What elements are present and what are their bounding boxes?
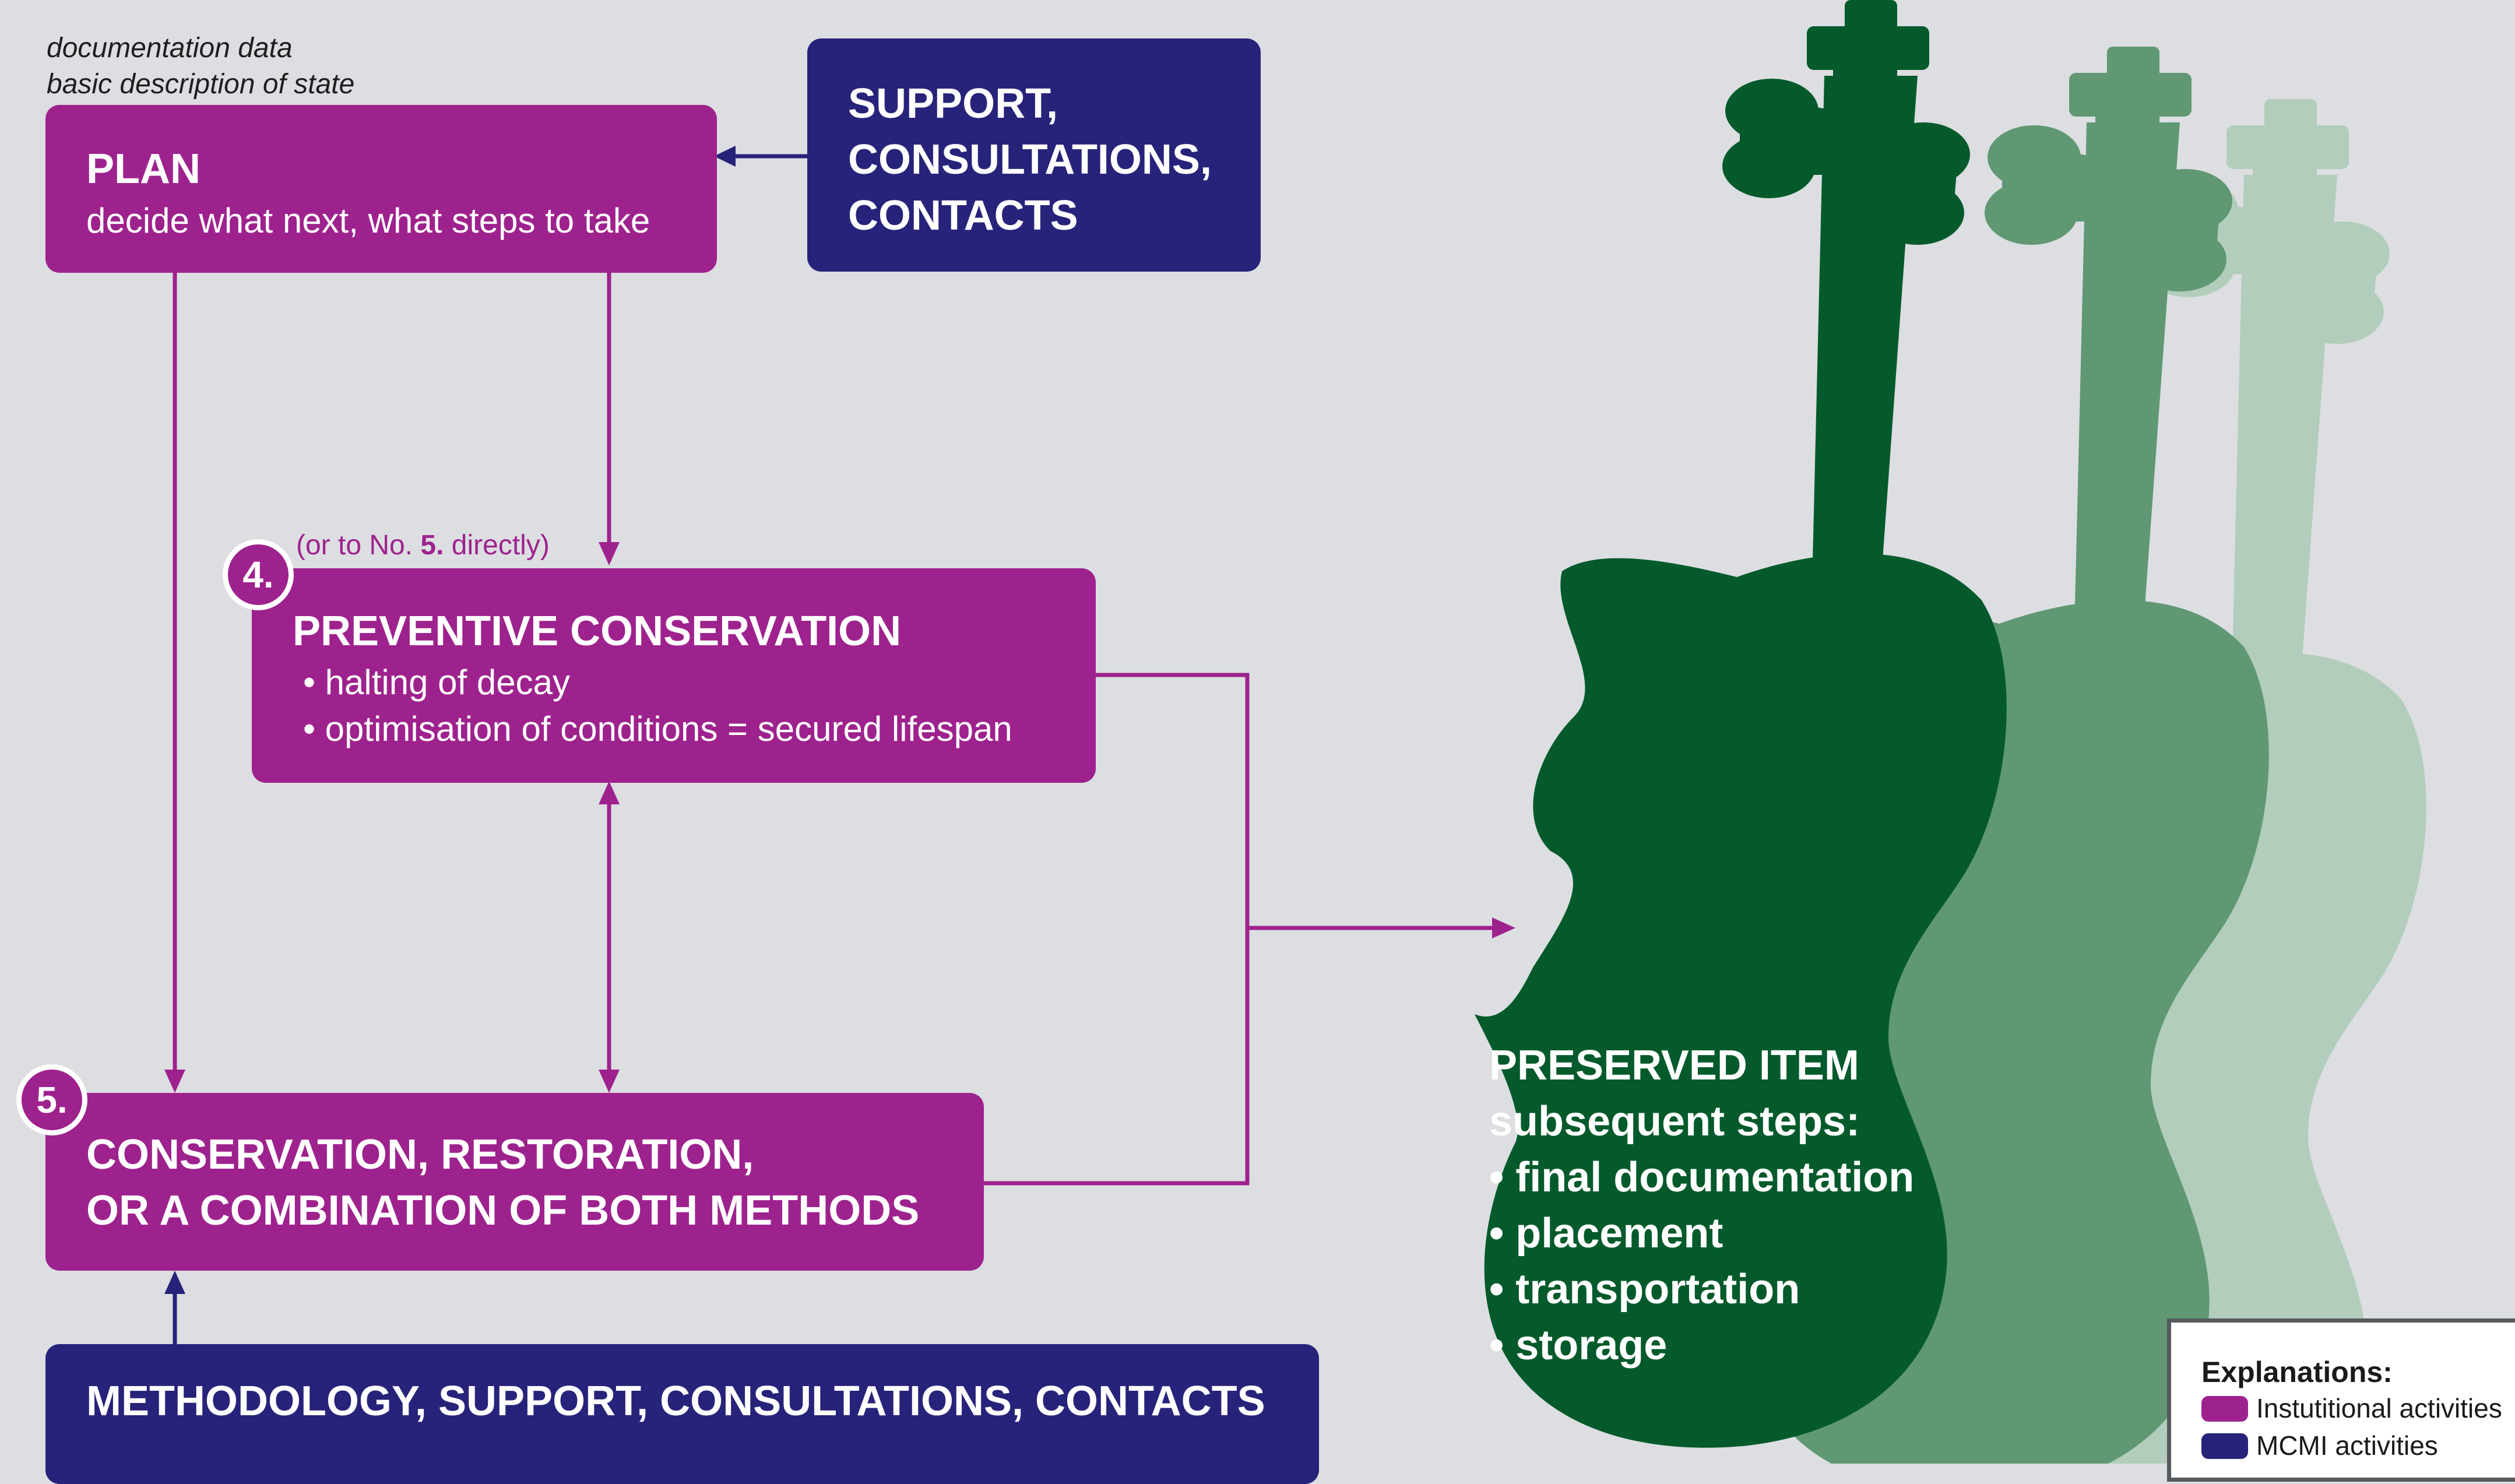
- support-box: SUPPORT, CONSULTATIONS, CONTACTS: [807, 38, 1261, 272]
- legend-label-mcmi: MCMI activities: [2256, 1430, 2438, 1461]
- legend: Explanations: Instutitional activities M…: [2167, 1318, 2515, 1482]
- preserved-item-title: PRESERVED ITEM: [1489, 1042, 1859, 1089]
- documentation-note: documentation data basic description of …: [47, 30, 354, 103]
- arrow-plan-to-step5: [164, 273, 185, 1093]
- support-line-2: CONSULTATIONS,: [848, 136, 1212, 183]
- legend-swatch-institutional: [2201, 1396, 2248, 1422]
- arrow-methodology-to-step5: [164, 1271, 185, 1346]
- step4-number-badge: 4.: [223, 539, 294, 610]
- preventive-conservation-box: PREVENTIVE CONSERVATION • halting of dec…: [252, 568, 1096, 783]
- legend-label-institutional: Instutitional activities: [2256, 1393, 2502, 1423]
- step4-note-bold: 5.: [420, 530, 444, 561]
- preserved-item-step-2: • placement: [1489, 1210, 1723, 1257]
- legend-title: Explanations:: [2201, 1356, 2393, 1388]
- preserved-item-subtitle: subsequent steps:: [1489, 1098, 1860, 1145]
- plan-subtitle: decide what next, what steps to take: [86, 201, 650, 240]
- documentation-note-line1: documentation data: [47, 33, 293, 64]
- support-line-3: CONTACTS: [848, 192, 1078, 239]
- conservation-restoration-box: CONSERVATION, RESTORATION, OR A COMBINAT…: [45, 1093, 984, 1271]
- step4-title: PREVENTIVE CONSERVATION: [293, 608, 902, 655]
- step5-line-2: OR A COMBINATION OF BOTH METHODS: [86, 1187, 920, 1234]
- support-line-1: SUPPORT,: [848, 80, 1058, 127]
- plan-box: PLAN decide what next, what steps to tak…: [45, 105, 717, 273]
- step4-bullet-2: • optimisation of conditions = secured l…: [303, 709, 1012, 748]
- step4-note-prefix: (or to No.: [296, 530, 421, 561]
- preserved-item-text: PRESERVED ITEM subsequent steps: • final…: [1489, 1038, 1914, 1373]
- methodology-box: METHODOLOGY, SUPPORT, CONSULTATIONS, CON…: [45, 1344, 1319, 1484]
- arrow-to-preserved-item: [984, 673, 1515, 1186]
- plan-title: PLAN: [86, 146, 201, 192]
- preserved-item-step-3: • transportation: [1489, 1266, 1800, 1313]
- preserved-item-step-4: • storage: [1489, 1322, 1668, 1369]
- arrow-step4-step5-bidirectional: [599, 781, 620, 1093]
- preserved-item-step-1: • final documentation: [1489, 1154, 1915, 1201]
- methodology-label: METHODOLOGY, SUPPORT, CONSULTATIONS, CON…: [86, 1378, 1265, 1425]
- documentation-note-line2: basic description of state: [47, 69, 355, 100]
- step5-line-1: CONSERVATION, RESTORATION,: [86, 1131, 754, 1178]
- step4-note: (or to No. 5. directly): [296, 529, 550, 561]
- step4-note-suffix: directly): [444, 530, 550, 561]
- step4-bullet-1: • halting of decay: [303, 663, 570, 702]
- arrow-plan-to-step4: [599, 273, 620, 565]
- legend-swatch-mcmi: [2201, 1433, 2248, 1459]
- step5-number-badge: 5.: [16, 1064, 87, 1135]
- arrow-support-to-plan: [714, 146, 807, 167]
